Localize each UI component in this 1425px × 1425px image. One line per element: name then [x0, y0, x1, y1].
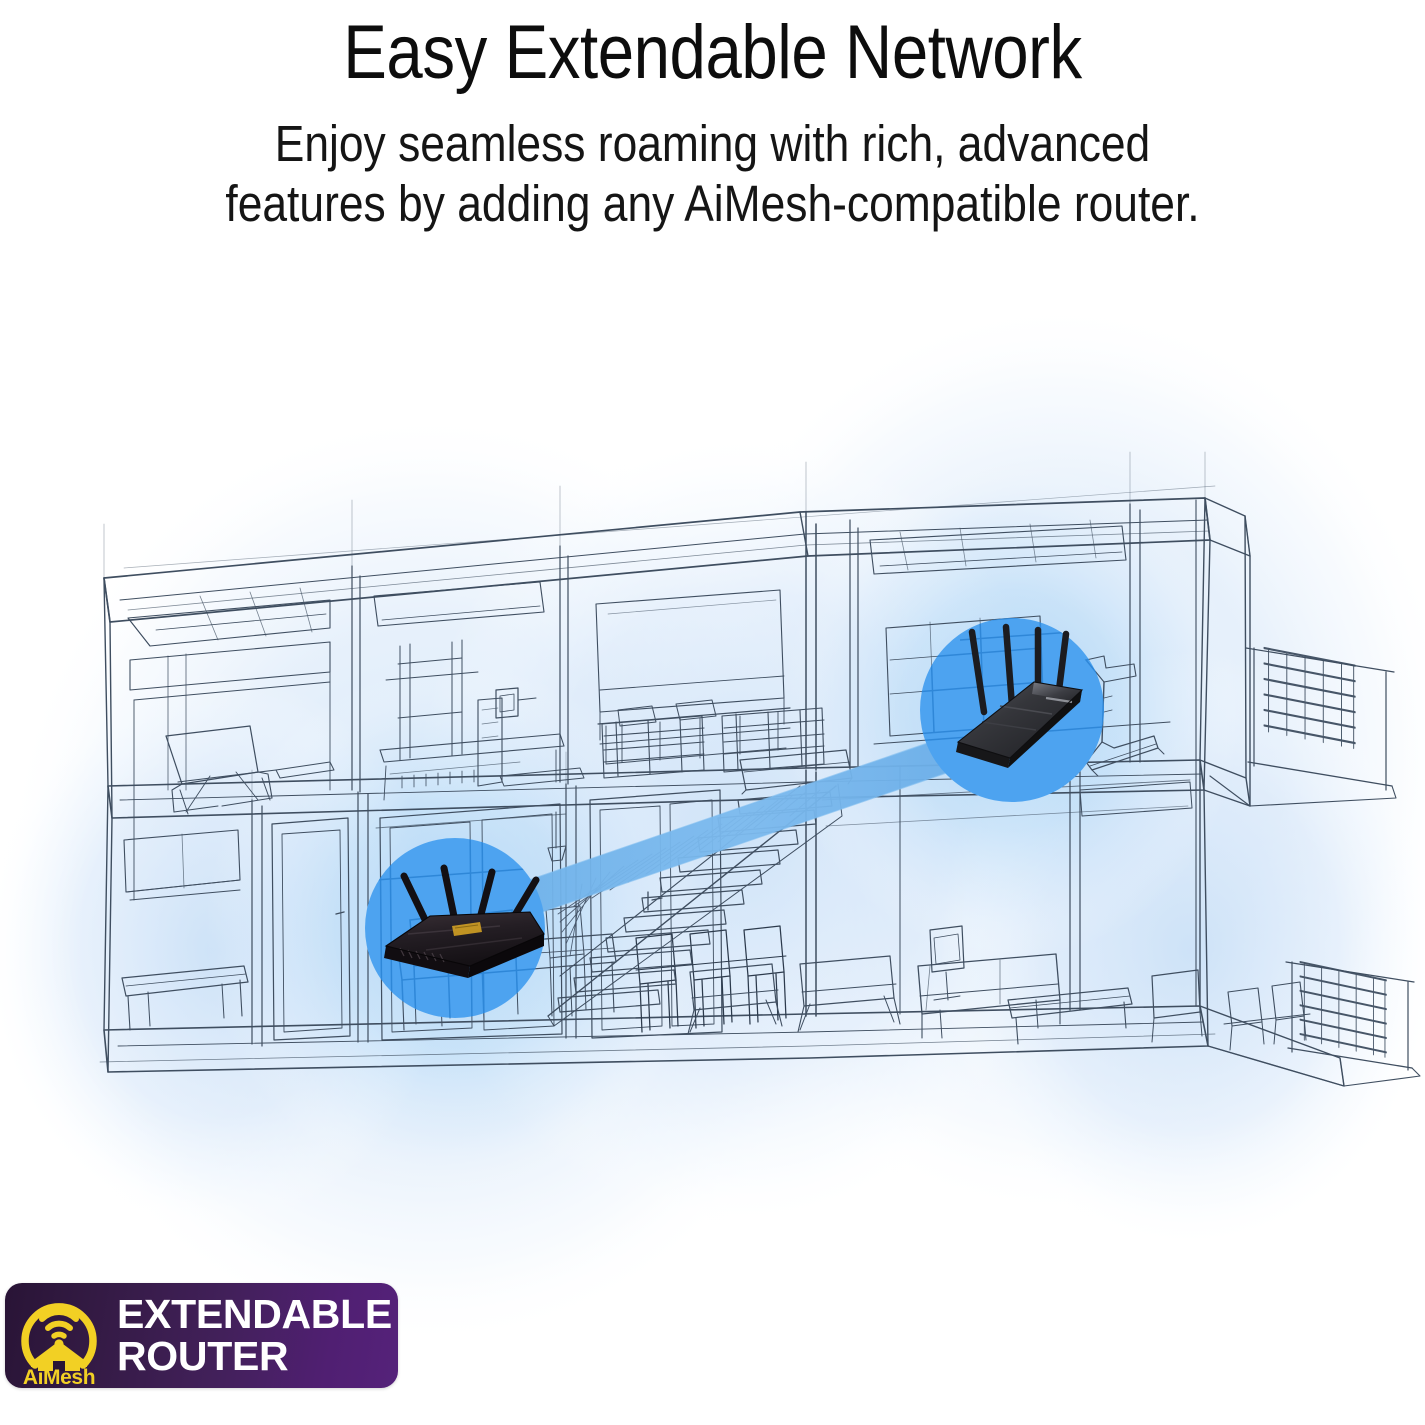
svg-text:AiMesh: AiMesh — [23, 1366, 95, 1388]
badge-line-1: EXTENDABLE — [117, 1290, 392, 1337]
badge-text-block: EXTENDABLE ROUTER — [113, 1290, 398, 1379]
badge-line-2: ROUTER — [117, 1332, 289, 1379]
aimesh-extendable-router-badge: AiMesh EXTENDABLE ROUTER — [5, 1283, 398, 1388]
upper-floor-router-group — [920, 618, 1104, 802]
lower-floor-router-group — [365, 838, 545, 1018]
aimesh-logo-icon: AiMesh — [5, 1283, 113, 1388]
page-title: Easy Extendable Network — [343, 10, 1082, 95]
page-subtitle: Enjoy seamless roaming with rich, advanc… — [93, 92, 1333, 234]
page-subtitle-line-2: features by adding any AiMesh-compatible… — [225, 174, 1200, 232]
page-subtitle-line-1: Enjoy seamless roaming with rich, advanc… — [274, 114, 1151, 172]
header-block: Easy Extendable Network Enjoy seamless r… — [0, 0, 1425, 234]
